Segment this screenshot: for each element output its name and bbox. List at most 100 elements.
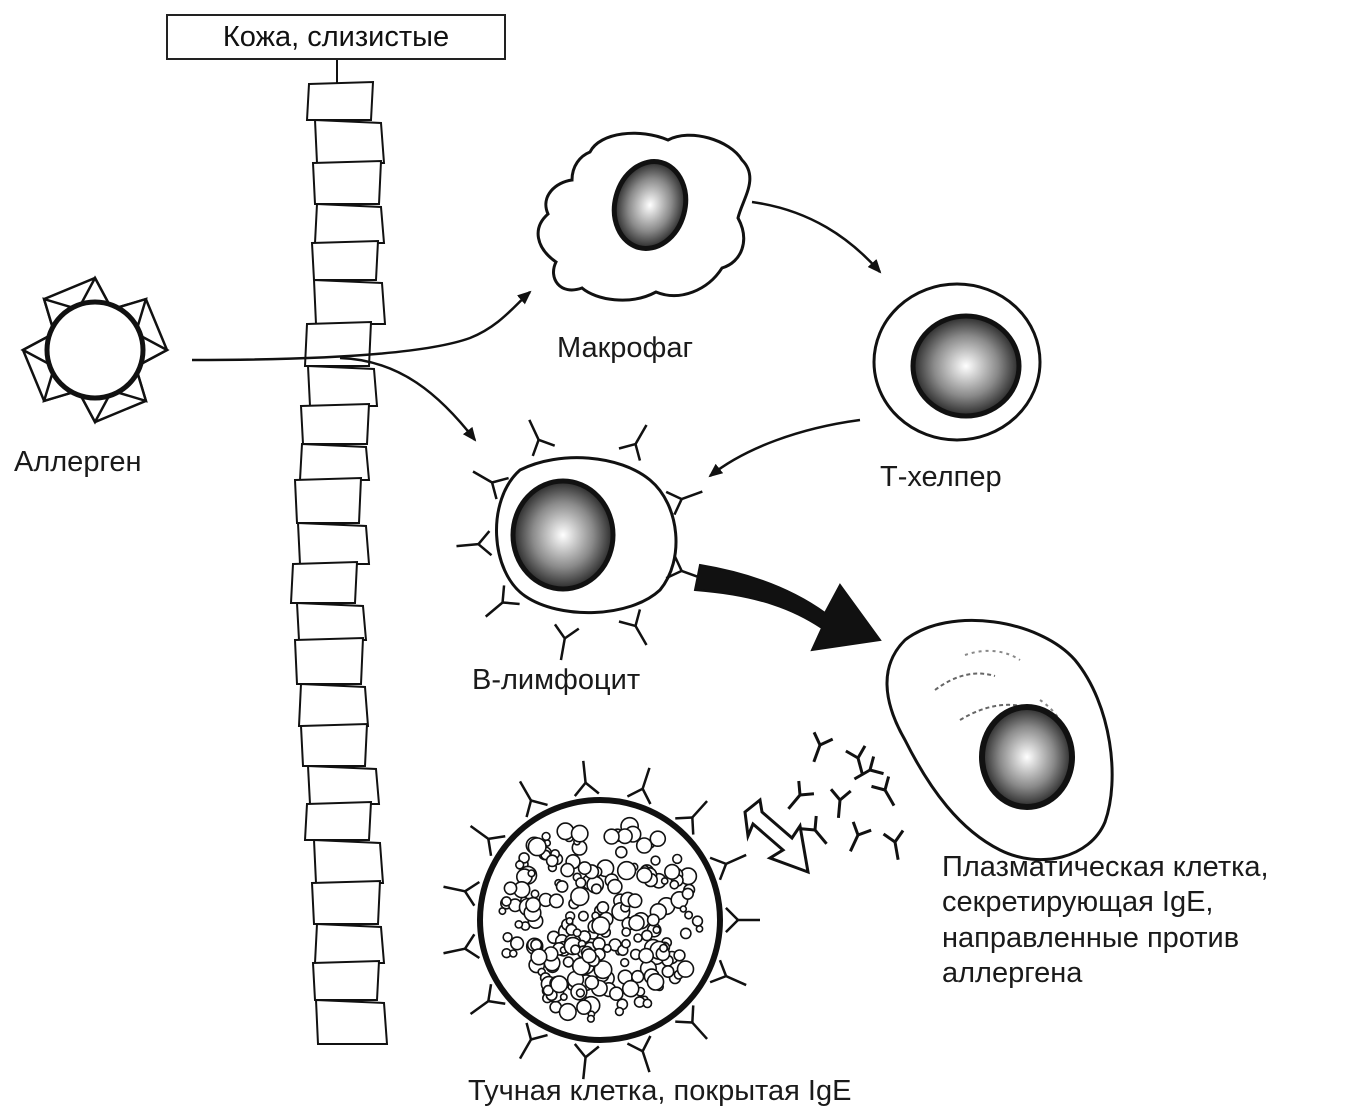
allergen-core bbox=[47, 302, 143, 398]
granule bbox=[564, 957, 574, 967]
b-lymphocyte-cell bbox=[455, 415, 706, 662]
granule bbox=[531, 949, 547, 965]
epithelial-cell bbox=[305, 802, 371, 840]
granule bbox=[639, 949, 653, 963]
granule bbox=[561, 864, 574, 877]
granule bbox=[621, 959, 629, 967]
granule bbox=[629, 915, 644, 930]
allergen-label: Аллерген bbox=[14, 446, 142, 479]
epithelial-cell bbox=[313, 961, 379, 1000]
granule bbox=[670, 881, 678, 889]
epithelial-cell bbox=[307, 82, 373, 120]
macrophage-cell bbox=[538, 133, 750, 300]
epithelial-cell bbox=[297, 603, 366, 640]
antibody-icon bbox=[441, 934, 479, 965]
granule bbox=[577, 1000, 591, 1014]
epithelial-cell bbox=[295, 638, 363, 684]
granule bbox=[531, 890, 538, 897]
epithelial-cell bbox=[312, 881, 380, 924]
granule bbox=[678, 961, 694, 977]
granule bbox=[579, 911, 588, 920]
antibody-icon bbox=[478, 585, 520, 625]
granule bbox=[597, 902, 608, 913]
antibody-icon bbox=[841, 822, 871, 856]
granule bbox=[550, 894, 563, 907]
t-helper-cell bbox=[874, 284, 1040, 440]
granule bbox=[647, 974, 663, 990]
granule bbox=[504, 882, 516, 894]
granule bbox=[660, 945, 667, 952]
antibody-icon bbox=[871, 776, 902, 810]
granule bbox=[566, 918, 572, 924]
epithelial-cell bbox=[312, 241, 378, 280]
antibody-icon bbox=[884, 831, 908, 862]
epithelial-cell bbox=[315, 924, 384, 963]
granule bbox=[582, 949, 596, 963]
granule bbox=[542, 833, 550, 841]
plasma-cell-label-line-2: секретирующая IgE, bbox=[942, 885, 1342, 920]
granule bbox=[560, 1004, 577, 1021]
granule bbox=[526, 898, 540, 912]
antibody-icon bbox=[571, 760, 599, 796]
granule bbox=[592, 884, 601, 893]
granule bbox=[650, 831, 665, 846]
granule bbox=[551, 976, 567, 992]
granule bbox=[573, 929, 580, 936]
t-helper-label: Т-хелпер bbox=[880, 461, 1002, 494]
skin-label: Кожа, слизистые bbox=[223, 21, 449, 54]
b-lymphocyte-label: В-лимфоцит bbox=[472, 664, 640, 697]
granule bbox=[604, 829, 619, 844]
epithelial-cell bbox=[301, 404, 369, 444]
epithelial-cell bbox=[300, 444, 369, 480]
granule bbox=[510, 950, 517, 957]
granule bbox=[516, 861, 524, 869]
antibody-icon bbox=[781, 781, 814, 815]
plasma-cell-nucleus bbox=[982, 707, 1072, 807]
granule bbox=[628, 894, 641, 907]
granule bbox=[680, 906, 686, 912]
granule bbox=[662, 966, 673, 977]
epithelial-cell bbox=[301, 724, 367, 766]
granule bbox=[503, 933, 512, 942]
antibody-icon bbox=[549, 624, 579, 662]
granule bbox=[673, 855, 682, 864]
granule bbox=[618, 862, 636, 880]
granule bbox=[622, 940, 630, 948]
epithelial-cell bbox=[308, 366, 377, 406]
granule bbox=[588, 1016, 595, 1023]
antibody-icon bbox=[619, 419, 657, 461]
epithelial-cell bbox=[299, 684, 368, 726]
allergen-particle bbox=[23, 278, 167, 422]
antibody-icon bbox=[627, 764, 661, 804]
antibody-icon bbox=[846, 746, 872, 778]
granule bbox=[585, 976, 598, 989]
granule bbox=[579, 862, 591, 874]
antibody-icon bbox=[829, 789, 851, 819]
granule bbox=[693, 916, 703, 926]
epithelial-cell bbox=[295, 478, 361, 523]
granule bbox=[618, 829, 632, 843]
granule bbox=[547, 855, 558, 866]
granule bbox=[502, 897, 511, 906]
granule bbox=[637, 868, 652, 883]
epithelial-cell bbox=[291, 562, 357, 603]
epithelial-cell bbox=[308, 766, 379, 804]
antibody-icon bbox=[510, 775, 548, 817]
epithelial-cell bbox=[314, 280, 385, 324]
plasma-cell-label-line-1: Плазматическая клетка, bbox=[942, 850, 1342, 885]
granule bbox=[528, 870, 535, 877]
granule bbox=[685, 911, 692, 918]
hollow-arrow-ige-to-mast-cell bbox=[745, 800, 808, 872]
epithelial-cell bbox=[315, 120, 384, 163]
arrow-macrophage-to-t-helper bbox=[752, 202, 880, 272]
arrow-t-helper-to-b-lymphocyte bbox=[710, 420, 860, 476]
granule bbox=[511, 937, 524, 950]
plasma-cell-label: Плазматическая клетка, секретирующая IgE… bbox=[942, 850, 1342, 992]
antibody-icon bbox=[726, 908, 760, 932]
macrophage-label: Макрофаг bbox=[557, 332, 693, 365]
granule bbox=[634, 934, 642, 942]
mast-cell bbox=[441, 760, 760, 1081]
skin-epithelium-layer bbox=[291, 60, 387, 1044]
antibody-icon bbox=[849, 756, 883, 787]
granule bbox=[577, 989, 585, 997]
